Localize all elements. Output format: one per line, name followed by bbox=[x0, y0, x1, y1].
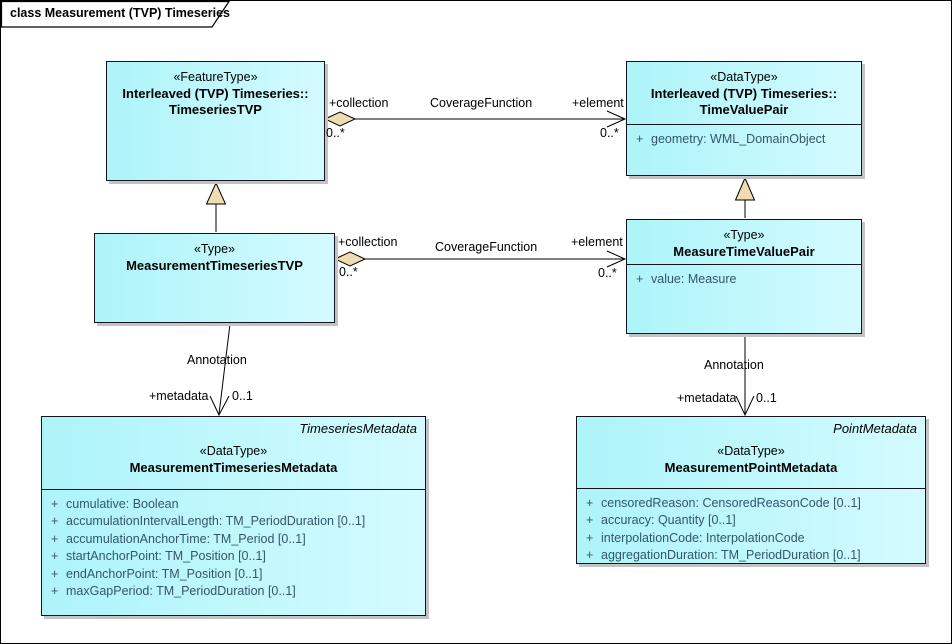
association-coveragefunction-mid[interactable] bbox=[333, 250, 627, 268]
attribute-row: + interpolationCode: InterpolationCode bbox=[586, 530, 805, 545]
class-name: MeasurementTimeseriesMetadata bbox=[129, 460, 338, 475]
role-label-element: +element bbox=[572, 96, 624, 110]
classifier-tag: TimeseriesMetadata bbox=[299, 421, 417, 436]
annotation-link-left[interactable] bbox=[209, 323, 231, 417]
association-name: CoverageFunction bbox=[430, 96, 533, 110]
generalization-triangle-icon bbox=[734, 176, 756, 201]
multiplicity-label: 0..* bbox=[598, 266, 617, 280]
attribute-row: + maxGapPeriod: TM_PeriodDuration [0..1] bbox=[51, 584, 296, 599]
multiplicity-label: 0..* bbox=[339, 265, 358, 279]
role-label-metadata: +metadata bbox=[149, 389, 209, 403]
open-arrowhead-icon bbox=[209, 395, 230, 417]
attribute-row: + endAnchorPoint: TM_Position [0..1] bbox=[51, 566, 263, 581]
class-name: Interleaved (TVP) Timeseries:: TimeValue… bbox=[650, 86, 838, 117]
annotation-link-right[interactable] bbox=[735, 335, 755, 417]
class-name: MeasurementTimeseriesTVP bbox=[126, 258, 303, 273]
attribute-row: + cumulative: Boolean bbox=[51, 497, 179, 511]
class-measurement-timeseries-metadata[interactable]: TimeseriesMetadata «DataType» Measuremen… bbox=[41, 416, 426, 616]
multiplicity-label: 0..1 bbox=[756, 391, 777, 405]
aggregation-diamond-icon bbox=[333, 251, 367, 267]
annotation-label: Annotation bbox=[187, 353, 247, 367]
attribute-row: + aggregationDuration: TM_PeriodDuration… bbox=[586, 548, 861, 563]
class-measurement-point-metadata[interactable]: PointMetadata «DataType» MeasurementPoin… bbox=[576, 416, 926, 564]
open-arrowhead-icon bbox=[606, 110, 627, 128]
attribute-row: + censoredReason: CensoredReasonCode [0.… bbox=[586, 496, 861, 510]
attribute-row: + geometry: WML_DomainObject bbox=[636, 132, 826, 146]
open-arrowhead-icon bbox=[606, 250, 627, 268]
multiplicity-label: 0..* bbox=[600, 126, 619, 140]
multiplicity-label: 0..1 bbox=[232, 389, 253, 403]
association-name: CoverageFunction bbox=[435, 240, 538, 254]
class-name: MeasurementPointMetadata bbox=[664, 460, 838, 475]
attribute-row: + accuracy: Quantity [0..1] bbox=[586, 513, 736, 528]
multiplicity-label: 0..* bbox=[326, 126, 345, 140]
open-arrowhead-icon bbox=[735, 395, 755, 417]
association-coveragefunction-top[interactable] bbox=[323, 110, 627, 128]
attribute-row: + value: Measure bbox=[636, 272, 737, 286]
classifier-tag: PointMetadata bbox=[833, 421, 917, 436]
role-label-collection: +collection bbox=[329, 96, 389, 110]
stereotype: «DataType» bbox=[717, 444, 785, 458]
diagram-title: class Measurement (TVP) Timeseries bbox=[10, 6, 231, 20]
stereotype: «Type» bbox=[193, 242, 235, 256]
class-time-value-pair[interactable]: «DataType» Interleaved (TVP) Timeseries:… bbox=[626, 61, 862, 176]
attribute-row: + startAnchorPoint: TM_Position [0..1] bbox=[51, 549, 266, 564]
attribute-row: + accumulationAnchorTime: TM_Period [0..… bbox=[51, 531, 306, 546]
role-label-collection: +collection bbox=[338, 235, 398, 249]
frame-title-tab bbox=[1, 1, 231, 28]
generalization-triangle-icon bbox=[205, 181, 227, 205]
stereotype: «DataType» bbox=[710, 70, 778, 84]
class-measure-time-value-pair[interactable]: «Type» MeasureTimeValuePair + value: Mea… bbox=[626, 219, 862, 334]
role-label-metadata: +metadata bbox=[677, 391, 737, 405]
generalization-right[interactable] bbox=[734, 176, 756, 218]
stereotype: «FeatureType» bbox=[173, 70, 258, 84]
stereotype: «DataType» bbox=[199, 444, 268, 458]
class-name: MeasureTimeValuePair bbox=[673, 244, 815, 259]
stereotype: «Type» bbox=[723, 228, 765, 242]
role-label-element: +element bbox=[571, 235, 623, 249]
class-name: Interleaved (TVP) Timeseries:: Timeserie… bbox=[122, 86, 309, 117]
annotation-label: Annotation bbox=[704, 358, 764, 372]
class-measurement-timeseries-tvp[interactable]: «Type» MeasurementTimeseriesTVP bbox=[94, 233, 335, 323]
class-timeseries-tvp[interactable]: «FeatureType» Interleaved (TVP) Timeseri… bbox=[106, 61, 325, 181]
aggregation-diamond-icon bbox=[323, 111, 357, 127]
generalization-left[interactable] bbox=[205, 181, 227, 232]
attribute-row: + accumulationIntervalLength: TM_PeriodD… bbox=[51, 514, 366, 529]
